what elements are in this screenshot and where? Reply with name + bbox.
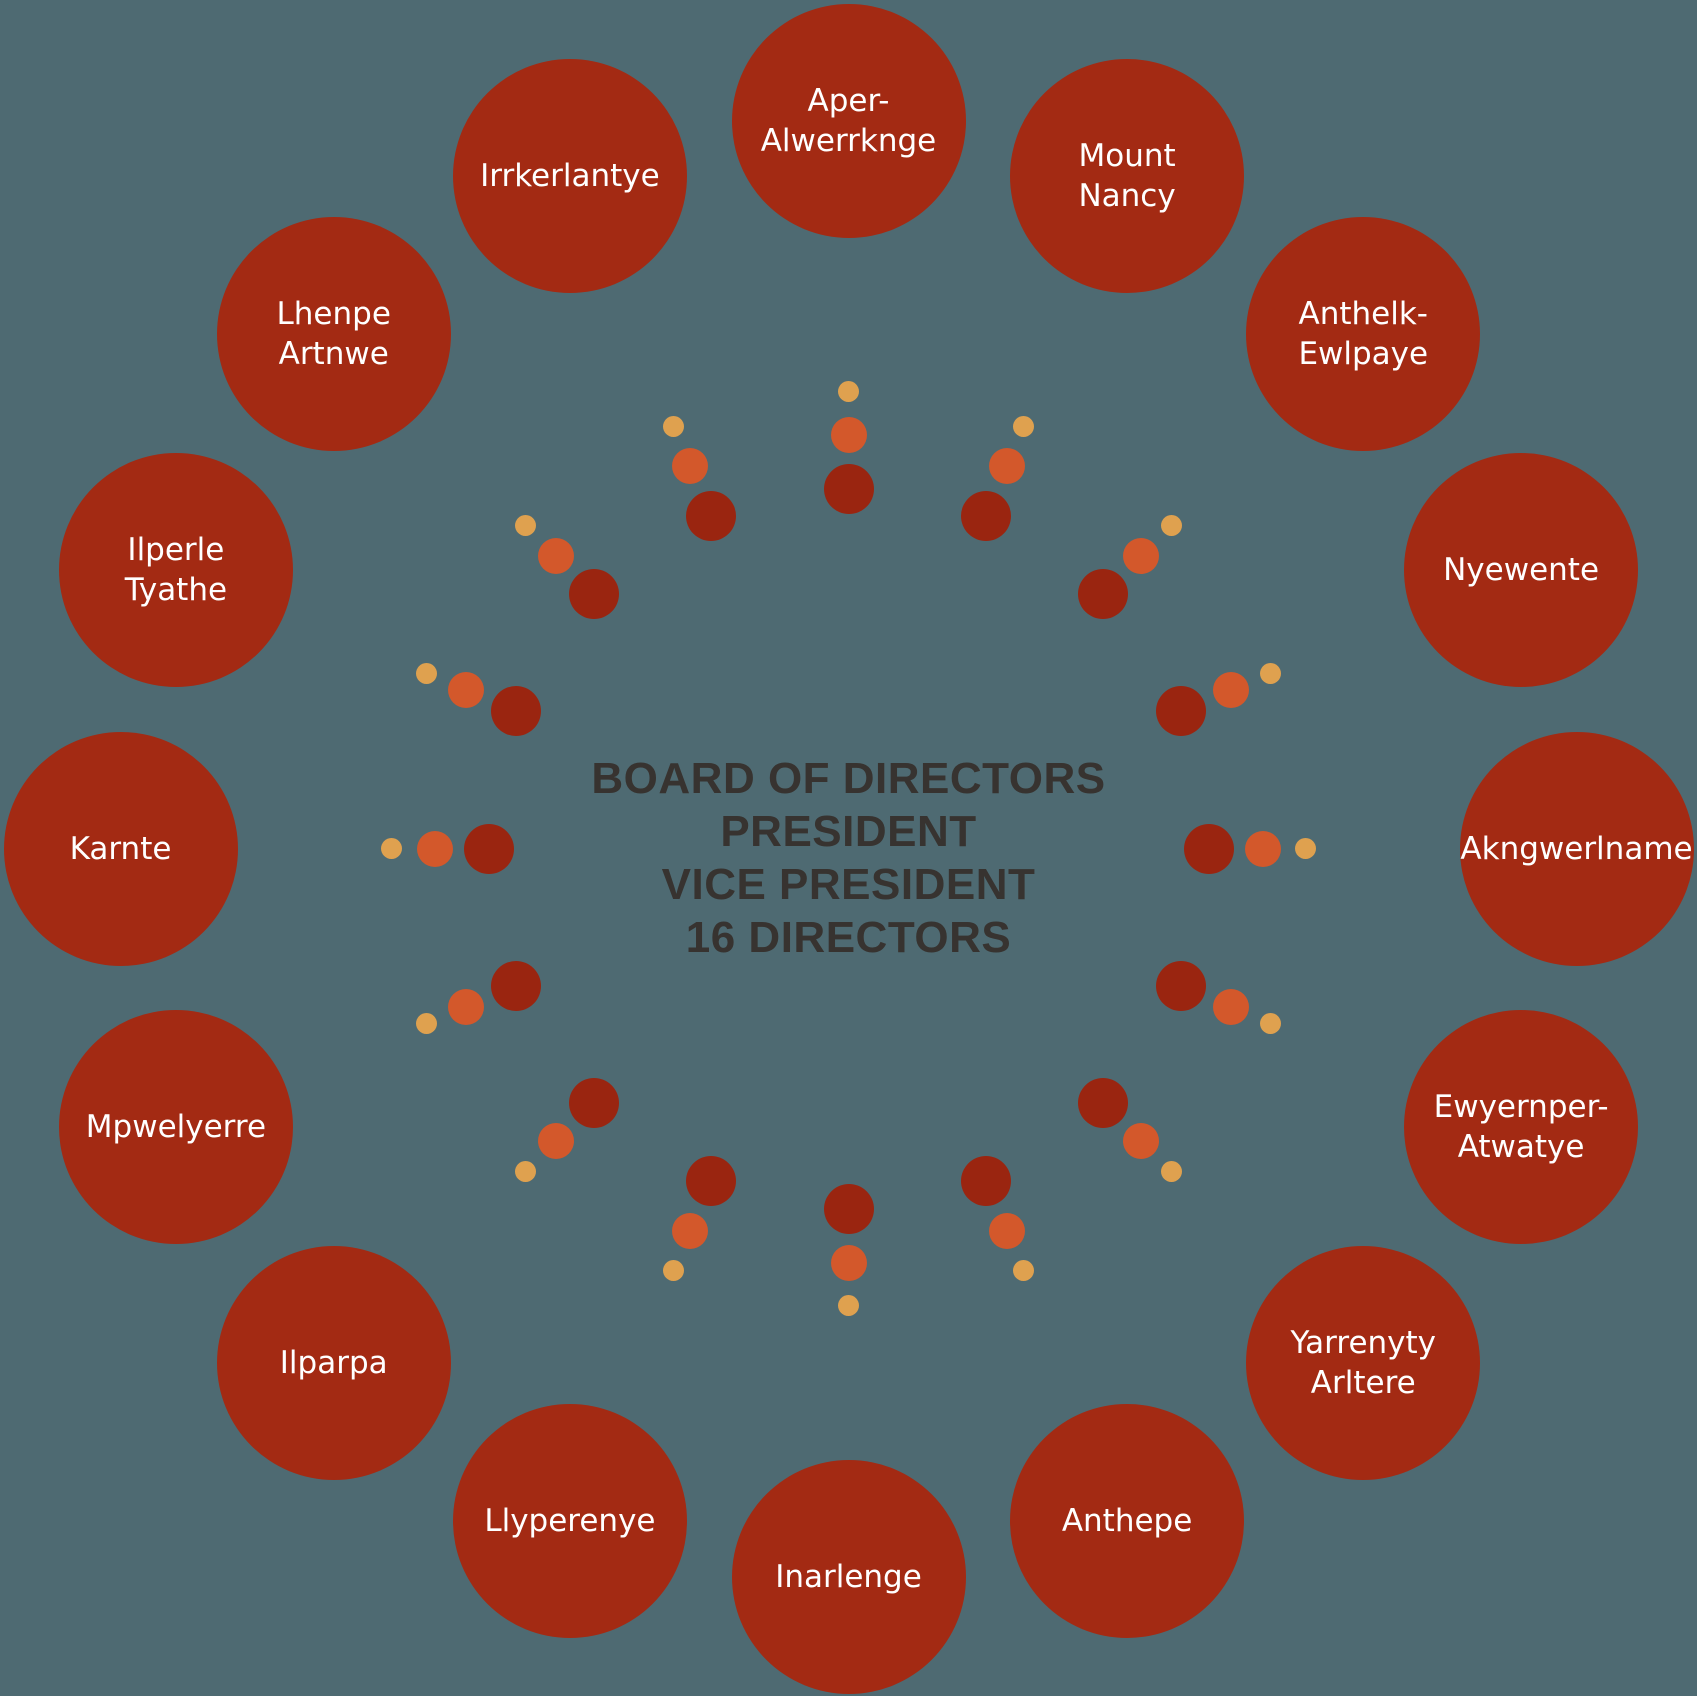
community-circle-lhenpe-artnwe: Lhenpe Artnwe (216, 216, 451, 451)
member-dot-middle (416, 830, 453, 867)
community-label: Ewyernper- Atwatye (1433, 1089, 1609, 1166)
member-dot-outer (415, 663, 437, 685)
center-title-line-3: VICE PRESIDENT (661, 860, 1036, 909)
community-circle-karnte: Karnte (3, 731, 238, 966)
member-dot-outer (1260, 1012, 1282, 1034)
community-label: Anthelk- Ewlpaye (1298, 295, 1429, 372)
member-dot-outer (1161, 514, 1183, 536)
member-dot-inner (1156, 685, 1207, 736)
member-dot-inner (1078, 1078, 1129, 1129)
community-label: Karnte (69, 830, 172, 867)
member-dot-inner (823, 1183, 874, 1234)
member-dot-inner (685, 490, 736, 541)
member-dot-outer (1012, 1260, 1034, 1282)
member-dot-outer (1295, 838, 1316, 859)
community-label: Ilperle Tyathe (124, 531, 228, 608)
member-dot-middle (1212, 672, 1249, 709)
member-dot-outer (663, 415, 685, 437)
member-dot-middle (448, 988, 484, 1025)
member-dot-inner (1183, 823, 1234, 874)
center-title-line-4: 16 DIRECTORS (685, 913, 1012, 962)
community-circle-nyewente: Nyewente (1404, 452, 1639, 687)
community-label: Lhenpe Artnwe (276, 295, 391, 372)
member-dot-middle (988, 448, 1025, 484)
community-label: Aper- Alwerrknge (760, 82, 937, 159)
community-label: Inarlenge (775, 1558, 922, 1595)
community-circle-anthepe: Anthepe (1010, 1404, 1245, 1639)
community-label: Anthepe (1061, 1503, 1193, 1540)
center-title: BOARD OF DIRECTORS PRESIDENT VICE PRESID… (0, 752, 1697, 964)
community-circle-llyperenye: Llyperenye (452, 1404, 687, 1639)
member-dot-middle (537, 1123, 574, 1160)
member-dot-inner (490, 961, 541, 1012)
member-dot-middle (537, 537, 574, 574)
community-label: Akngwerlname (1460, 830, 1693, 867)
community-circle-akngwerlname: Akngwerlname (1459, 731, 1694, 966)
member-dot-inner (685, 1156, 736, 1207)
center-title-line-2: PRESIDENT (720, 807, 977, 856)
community-circle-aper-alwerrknge: Aper- Alwerrknge (731, 3, 966, 238)
community-circle-inarlenge: Inarlenge (731, 1459, 966, 1694)
member-dot-middle (830, 1244, 867, 1281)
member-dot-inner (568, 1078, 619, 1129)
community-label: Mount Nancy (1078, 137, 1176, 214)
member-dot-middle (1212, 988, 1249, 1025)
community-circle-irrkerlantye: Irrkerlantye (452, 58, 687, 293)
member-dot-outer (663, 1260, 685, 1282)
community-label: Ilparpa (279, 1345, 388, 1382)
member-dot-inner (463, 823, 514, 874)
community-circle-yarrenyty-arltere: Yarrenyty Arltere (1246, 1246, 1481, 1481)
member-dot-outer (381, 838, 402, 859)
community-circle-ilperle-tyathe: Ilperle Tyathe (58, 452, 293, 687)
member-dot-inner (1156, 961, 1207, 1012)
community-label: Yarrenyty Arltere (1290, 1325, 1437, 1402)
member-dot-inner (568, 568, 619, 619)
member-dot-inner (823, 463, 874, 514)
member-dot-middle (448, 672, 484, 709)
community-label: Llyperenye (484, 1503, 656, 1540)
community-circle-mpwelyerre: Mpwelyerre (58, 1010, 293, 1245)
member-dot-outer (838, 1295, 859, 1316)
community-label: Irrkerlantye (480, 157, 660, 194)
member-dot-inner (490, 685, 541, 736)
member-dot-middle (1123, 537, 1160, 574)
member-dot-outer (514, 1161, 536, 1183)
community-circle-ewyernper-atwatye: Ewyernper- Atwatye (1404, 1010, 1639, 1245)
member-dot-outer (514, 514, 536, 536)
member-dot-inner (1078, 568, 1129, 619)
member-dot-outer (1012, 415, 1034, 437)
member-dot-outer (838, 381, 859, 402)
community-circle-mount-nancy: Mount Nancy (1010, 58, 1245, 293)
community-circle-ilparpa: Ilparpa (216, 1246, 451, 1481)
member-dot-middle (672, 448, 709, 484)
member-dot-middle (1244, 830, 1281, 867)
member-dot-middle (830, 416, 867, 453)
center-title-line-1: BOARD OF DIRECTORS (591, 754, 1106, 803)
community-label: Nyewente (1443, 551, 1600, 588)
community-circle-anthelk-ewlpaye: Anthelk- Ewlpaye (1246, 216, 1481, 451)
member-dot-middle (672, 1212, 709, 1249)
member-dot-inner (961, 1156, 1012, 1207)
member-dot-middle (988, 1212, 1025, 1249)
member-dot-outer (1161, 1161, 1183, 1183)
member-dot-outer (415, 1012, 437, 1034)
community-label: Mpwelyerre (85, 1109, 267, 1146)
member-dot-inner (961, 490, 1012, 541)
member-dot-outer (1260, 663, 1282, 685)
member-dot-middle (1123, 1123, 1160, 1160)
